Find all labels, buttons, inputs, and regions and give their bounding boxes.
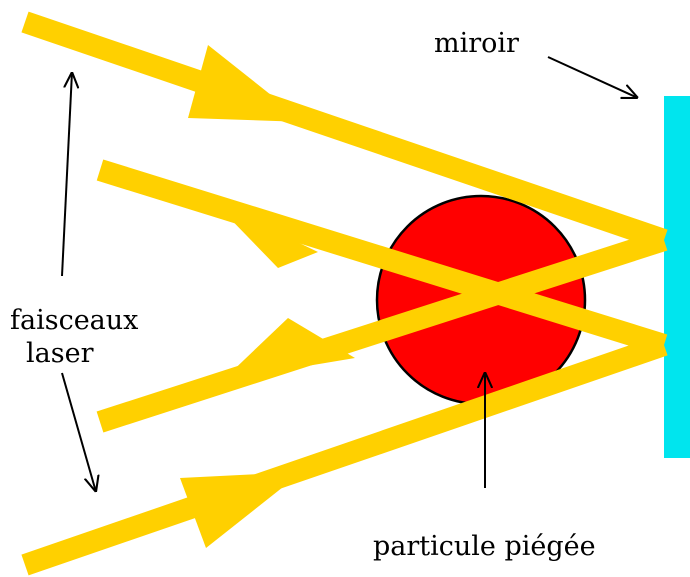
beams-label-line1: faisceaux xyxy=(10,305,138,336)
beams-label-line2: laser xyxy=(26,338,94,369)
beam-arrowhead xyxy=(180,472,302,548)
mirror-pointer-arrow xyxy=(547,56,638,98)
laser-beams xyxy=(21,11,668,576)
beam-incoming-top xyxy=(21,11,668,251)
particle-label: particule piégée xyxy=(373,531,596,562)
beam-reflected-bottom xyxy=(96,159,668,356)
beam-arrowhead xyxy=(223,318,355,380)
pointer-arrows xyxy=(61,56,638,492)
beam-direction-arrows xyxy=(180,45,355,548)
mirror xyxy=(664,96,690,458)
beam-pointer-arrow-up xyxy=(61,72,72,277)
beam-reflected-top xyxy=(96,229,668,433)
beam-incoming-bottom xyxy=(21,334,668,576)
beam-arrowhead xyxy=(188,45,305,122)
mirror-label: miroir xyxy=(434,28,519,59)
beam-pointer-arrow-down xyxy=(61,372,96,492)
beam-arrowhead xyxy=(214,202,318,268)
